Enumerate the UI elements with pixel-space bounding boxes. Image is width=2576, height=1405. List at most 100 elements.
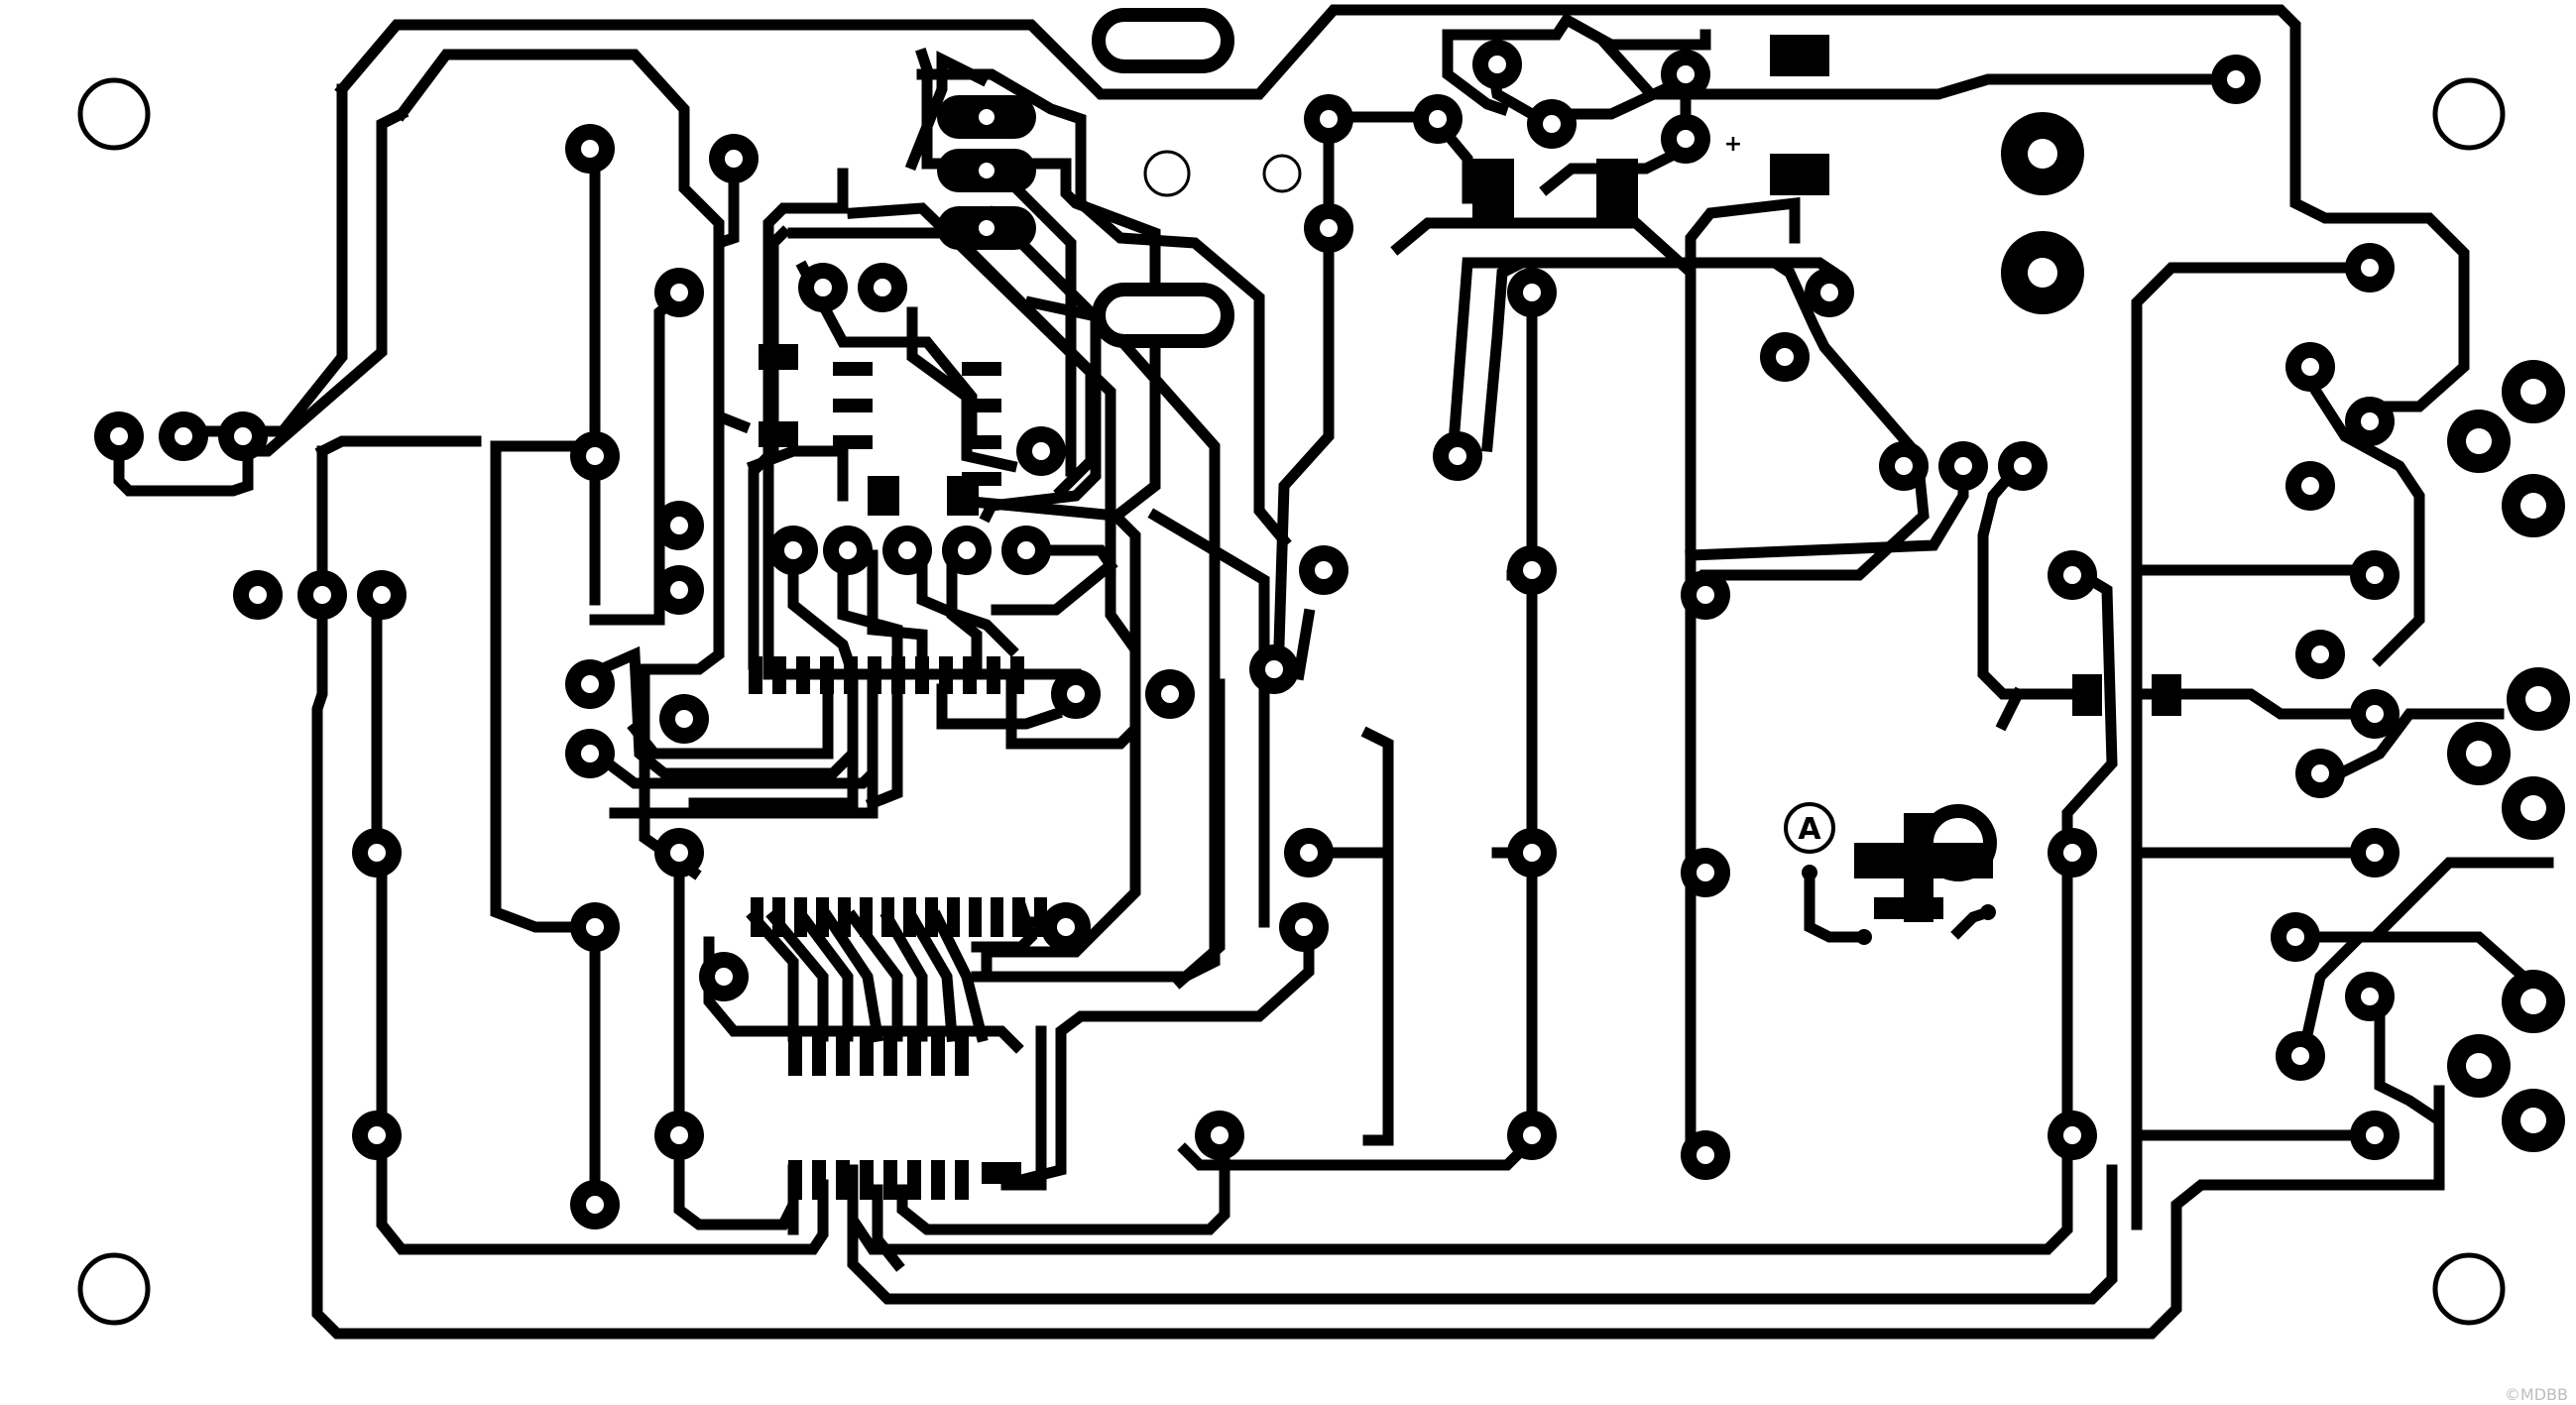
ic-pin (881, 897, 894, 937)
solder-pad (1661, 50, 1710, 99)
solder-pad (1433, 431, 1482, 481)
mounting-hole-small-2 (1262, 154, 1302, 193)
connector-pad (2502, 970, 2565, 1033)
ic-pin (816, 897, 829, 937)
ic-pin (1010, 656, 1024, 694)
ic-pin (749, 656, 762, 694)
solder-pad (654, 268, 704, 317)
solder-pad (2295, 630, 2345, 679)
ic-pin (907, 1160, 921, 1200)
solder-pad (882, 526, 932, 575)
solder-pad (2276, 1031, 2325, 1081)
solder-pad (654, 828, 704, 878)
solder-pad (1304, 203, 1353, 253)
smd-pad (947, 476, 979, 516)
solder-pad (1507, 828, 1557, 878)
ic-pin (751, 897, 763, 937)
smd-pads (749, 35, 2181, 1200)
component-pads (94, 40, 2570, 1229)
solder-pad (352, 1111, 402, 1160)
solder-pad (1279, 902, 1329, 952)
smd-pad (868, 476, 899, 516)
solder-pad (654, 1111, 704, 1160)
solder-pad (1938, 441, 1988, 491)
solder-pad (1760, 332, 1810, 382)
solder-pad (798, 263, 848, 312)
solder-pad (942, 526, 992, 575)
solder-pad (709, 134, 759, 183)
solder-pad (1507, 268, 1557, 317)
solder-pad (352, 828, 402, 878)
solder-pad (2285, 342, 2335, 392)
mounting-hole-bottom-left (77, 1252, 151, 1326)
solder-pad (2211, 55, 2261, 104)
ic-pin (925, 897, 938, 937)
smd-pad (833, 435, 873, 449)
smd-pad (1472, 159, 1514, 218)
solder-pad (1016, 426, 1066, 476)
solder-pad (2350, 689, 2400, 739)
smd-pad (759, 344, 798, 370)
ic-pin (772, 897, 785, 937)
solder-pad (823, 526, 873, 575)
solder-pad (858, 263, 907, 312)
ic-pin (991, 897, 1003, 937)
component-marker: A (1798, 812, 1821, 847)
smd-pad (2152, 674, 2181, 716)
smd-pad (833, 399, 873, 412)
solder-pad (218, 411, 268, 461)
solder-pad (2350, 1111, 2400, 1160)
ic-pin (868, 656, 881, 694)
ic-pin (891, 656, 905, 694)
solder-pad (1805, 268, 1854, 317)
oval-slot-middle (1092, 283, 1234, 348)
smd-pad (759, 421, 798, 447)
solder-pad (1879, 441, 1929, 491)
solder-pad (1299, 545, 1348, 595)
solder-pad (1284, 828, 1334, 878)
ic-pin (947, 897, 960, 937)
solder-pad (2271, 912, 2320, 962)
solder-pad (768, 526, 818, 575)
solder-pad (357, 570, 407, 620)
manufacturer-logo (1802, 804, 1997, 945)
component-marker-ring (1784, 802, 1835, 854)
solder-pad (159, 411, 208, 461)
solder-pad (2048, 550, 2097, 600)
ic-pin (931, 1160, 945, 1200)
ic-pin (860, 1160, 874, 1200)
ic-pin (955, 1036, 969, 1076)
ic-pin (836, 1160, 850, 1200)
solder-pad (1195, 1111, 1244, 1160)
ic-pin (883, 1036, 897, 1076)
solder-pad (2048, 1111, 2097, 1160)
ic-pin (794, 897, 807, 937)
smd-pad (2072, 674, 2102, 716)
connector-pad (2502, 360, 2565, 423)
oval-pad (937, 206, 1036, 250)
ic-pin (1034, 897, 1047, 937)
solder-pad (654, 565, 704, 615)
ic-pin (915, 656, 929, 694)
solder-pad (1472, 40, 1522, 89)
ic-pin (836, 1036, 850, 1076)
solder-pad (1681, 570, 1730, 620)
power-pad (2001, 231, 2084, 314)
ic-pin (1012, 897, 1025, 937)
solder-pad (1249, 644, 1299, 694)
connector-pad (2502, 1089, 2565, 1152)
ic-pin (963, 656, 977, 694)
ic-pin (812, 1160, 826, 1200)
solder-pad (699, 952, 749, 1001)
solder-pad (1661, 114, 1710, 164)
connector-pad (2447, 722, 2511, 785)
watermark: ©MDBB (2505, 1385, 2568, 1404)
solder-pad (1681, 848, 1730, 897)
smd-pad (962, 399, 1001, 412)
solder-pad (2350, 550, 2400, 600)
solder-pad (2285, 461, 2335, 511)
ic-pin (903, 897, 916, 937)
ic-pin (796, 656, 810, 694)
power-pad (2001, 112, 2084, 195)
solder-pad (570, 902, 620, 952)
